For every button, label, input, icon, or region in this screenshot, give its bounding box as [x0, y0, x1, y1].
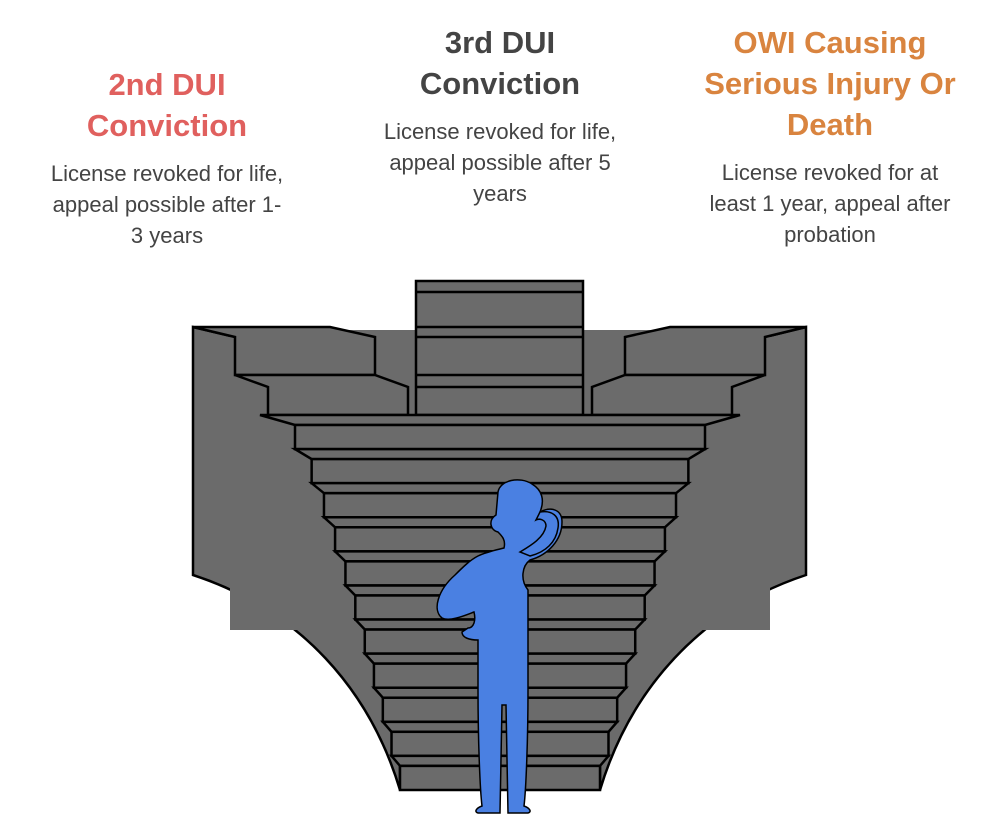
- description-line: appeal possible after 5: [389, 150, 611, 175]
- heading-line: Conviction: [419, 66, 581, 101]
- person-figure: [436, 479, 563, 814]
- description-owi: License revoked for at least 1 year, app…: [670, 157, 990, 250]
- heading-line: 3rd DUI: [444, 25, 556, 60]
- raised-arm: [518, 510, 560, 557]
- description-line: appeal possible after 1-: [52, 192, 282, 217]
- step-riser: [293, 423, 707, 451]
- heading-2nd-dui: 2nd DUI Conviction: [7, 64, 327, 146]
- step-tread: [290, 447, 710, 461]
- column-3rd-dui: 3rd DUI Conviction License revoked for l…: [340, 22, 660, 209]
- center-tower: [414, 279, 585, 417]
- description-line: least 1 year, appeal after: [709, 191, 951, 216]
- description-3rd-dui: License revoked for life, appeal possibl…: [340, 116, 660, 209]
- step-riser: [310, 457, 690, 485]
- description-line: 3 years: [130, 223, 204, 248]
- heading-line: 2nd DUI: [108, 67, 226, 102]
- description-2nd-dui: License revoked for life, appeal possibl…: [7, 158, 327, 251]
- heading-3rd-dui: 3rd DUI Conviction: [340, 22, 660, 104]
- column-2nd-dui: 2nd DUI Conviction License revoked for l…: [7, 64, 327, 251]
- column-owi: OWI Causing Serious Injury Or Death Lice…: [670, 22, 990, 250]
- description-line: License revoked for at: [721, 160, 939, 185]
- heading-owi: OWI Causing Serious Injury Or Death: [670, 22, 990, 145]
- description-line: years: [473, 181, 527, 206]
- upper-steps: [192, 279, 807, 417]
- heading-line: Serious Injury Or: [704, 66, 956, 101]
- description-line: probation: [784, 222, 876, 247]
- description-line: License revoked for life,: [50, 161, 284, 186]
- heading-line: Conviction: [86, 108, 248, 143]
- step-tread: [259, 413, 741, 427]
- heading-line: Death: [786, 107, 874, 142]
- description-line: License revoked for life,: [383, 119, 617, 144]
- heading-line: OWI Causing: [733, 25, 927, 60]
- person-silhouette: [436, 479, 563, 814]
